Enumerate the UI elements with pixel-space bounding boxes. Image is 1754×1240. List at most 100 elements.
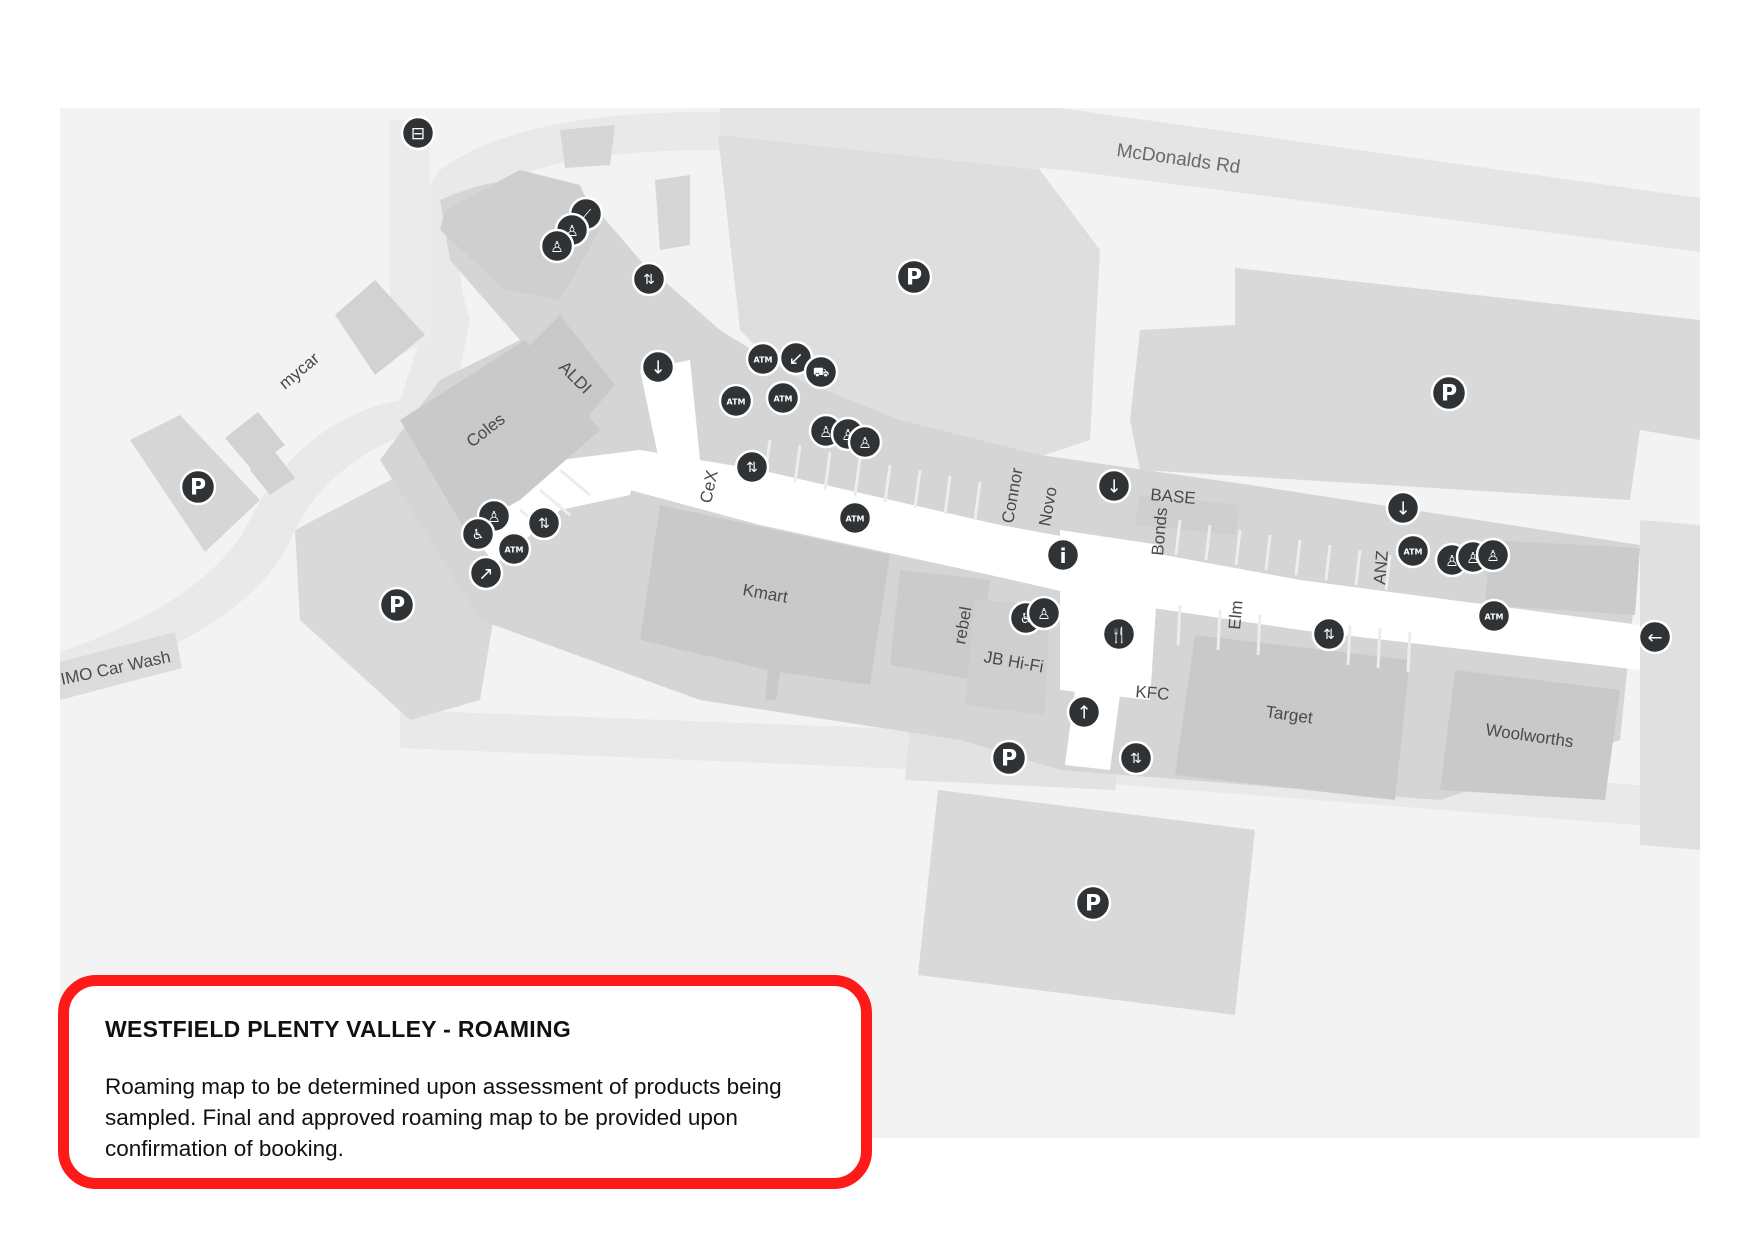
svg-text:⊟: ⊟: [411, 124, 425, 144]
rebel-store: [890, 570, 990, 680]
accessible-icon[interactable]: ♿: [460, 516, 496, 552]
svg-text:P: P: [1085, 892, 1101, 917]
store-label-elm: Elm: [1225, 600, 1246, 631]
svg-text:ATM: ATM: [727, 398, 746, 407]
atm-icon[interactable]: ATM: [1476, 598, 1512, 634]
base-stores: [1135, 495, 1240, 535]
svg-text:ATM: ATM: [1485, 613, 1504, 622]
north-corridor: [640, 360, 700, 465]
arrow-down-icon[interactable]: ↓: [640, 349, 676, 385]
store-label-anz: ANZ: [1370, 550, 1392, 586]
svg-text:⇅: ⇅: [643, 272, 655, 288]
svg-text:↓: ↓: [1106, 477, 1121, 498]
svg-text:♙: ♙: [1486, 547, 1499, 565]
atm-icon[interactable]: ATM: [1395, 533, 1431, 569]
north-west-wing: [440, 170, 600, 300]
info-icon[interactable]: i: [1045, 537, 1081, 573]
svg-text:ATM: ATM: [1404, 548, 1423, 557]
svg-text:♙: ♙: [1037, 605, 1050, 623]
svg-text:⇅: ⇅: [538, 516, 550, 532]
taxi-icon[interactable]: ⛟: [803, 354, 839, 390]
atm-icon[interactable]: ATM: [745, 341, 781, 377]
small-building-w1: [225, 412, 285, 470]
store-label-kfc: KFC: [1135, 682, 1171, 704]
svg-text:↓: ↓: [650, 358, 665, 379]
info-box-body: Roaming map to be determined upon assess…: [105, 1074, 782, 1161]
store-label-bonds: Bonds: [1148, 507, 1171, 557]
north-pad-1: [560, 125, 615, 168]
central-plaza: [1060, 530, 1160, 700]
svg-text:⇅: ⇅: [1323, 627, 1335, 643]
svg-text:♙: ♙: [487, 508, 500, 526]
lift-icon[interactable]: ⇅: [1311, 616, 1347, 652]
atm-icon[interactable]: ATM: [765, 380, 801, 416]
car-wash-building: [60, 632, 182, 700]
svg-text:↓: ↓: [1395, 499, 1410, 520]
atm-icon[interactable]: ATM: [837, 500, 873, 536]
restroom-icon[interactable]: ♙: [539, 228, 575, 264]
arrow-diagonal-icon[interactable]: ↙: [778, 340, 814, 376]
svg-text:♙: ♙: [1445, 552, 1458, 570]
west-road: [390, 120, 430, 360]
lift-icon[interactable]: ⇅: [734, 449, 770, 485]
parking-icon[interactable]: P: [1430, 374, 1468, 412]
svg-text:ATM: ATM: [754, 356, 773, 365]
svg-text:♿: ♿: [472, 527, 485, 543]
svg-text:🍴: 🍴: [1110, 626, 1129, 644]
svg-text:⇅: ⇅: [746, 460, 758, 476]
north-pad-2: [655, 175, 690, 250]
svg-text:P: P: [906, 266, 922, 291]
shop-dividers: [519, 439, 1412, 673]
target-store: [1175, 635, 1410, 800]
arrow-up-icon[interactable]: ↑: [1066, 694, 1102, 730]
svg-text:↗: ↗: [478, 564, 493, 585]
svg-text:P: P: [190, 476, 206, 501]
carpark-northeast: [1130, 268, 1700, 500]
parking-icon[interactable]: P: [378, 586, 416, 624]
arrow-down-icon[interactable]: ↓: [1096, 468, 1132, 504]
svg-text:♙: ♙: [858, 434, 871, 452]
arrow-up-right-icon[interactable]: ↗: [468, 555, 504, 591]
aldi-store: [530, 315, 615, 420]
svg-text:i: i: [1060, 544, 1067, 568]
svg-text:ATM: ATM: [774, 395, 793, 404]
svg-text:ATM: ATM: [505, 546, 524, 555]
parking-icon[interactable]: P: [179, 468, 217, 506]
mycar-building: [335, 280, 425, 375]
lift-icon[interactable]: ⇅: [1118, 740, 1154, 776]
kmart-store: [640, 505, 890, 700]
svg-text:P: P: [389, 594, 405, 619]
arrow-down-icon[interactable]: ↓: [1385, 490, 1421, 526]
svg-text:⛟: ⛟: [813, 366, 829, 381]
roaming-info-box: WESTFIELD PLENTY VALLEY - ROAMING Roamin…: [58, 975, 872, 1189]
atm-icon[interactable]: ATM: [496, 531, 532, 567]
parking-icon[interactable]: P: [990, 739, 1028, 777]
bus-icon[interactable]: ⊟: [400, 115, 436, 151]
parking-icon[interactable]: P: [895, 258, 933, 296]
ring-road: [60, 111, 720, 690]
restroom-icon[interactable]: ♙: [1026, 595, 1062, 631]
svg-text:←: ←: [1647, 628, 1662, 649]
svg-text:P: P: [1441, 382, 1457, 407]
lift-icon[interactable]: ⇅: [631, 261, 667, 297]
info-box-title: WESTFIELD PLENTY VALLEY - ROAMING: [105, 1016, 572, 1042]
atm-icon[interactable]: ATM: [718, 383, 754, 419]
restroom-icon[interactable]: ♙: [847, 424, 883, 460]
woolworths-store: [1440, 670, 1620, 800]
svg-text:↙: ↙: [788, 349, 803, 370]
dining-icon[interactable]: 🍴: [1101, 616, 1137, 652]
east-stores: [1485, 540, 1640, 615]
arrow-left-icon[interactable]: ←: [1637, 619, 1673, 655]
carpark-southeast-strip: [1640, 520, 1700, 850]
mcdonalds-road: [720, 108, 1700, 430]
store-label-base: BASE: [1150, 485, 1197, 508]
svg-text:⇅: ⇅: [1130, 751, 1142, 767]
small-building-w2: [250, 452, 295, 495]
lift-icon[interactable]: ⇅: [526, 505, 562, 541]
svg-text:↑: ↑: [1076, 703, 1091, 724]
coles-store: [400, 340, 600, 530]
parking-icon[interactable]: P: [1074, 884, 1112, 922]
svg-text:P: P: [1001, 747, 1017, 772]
restroom-icon[interactable]: ♙: [1475, 537, 1511, 573]
